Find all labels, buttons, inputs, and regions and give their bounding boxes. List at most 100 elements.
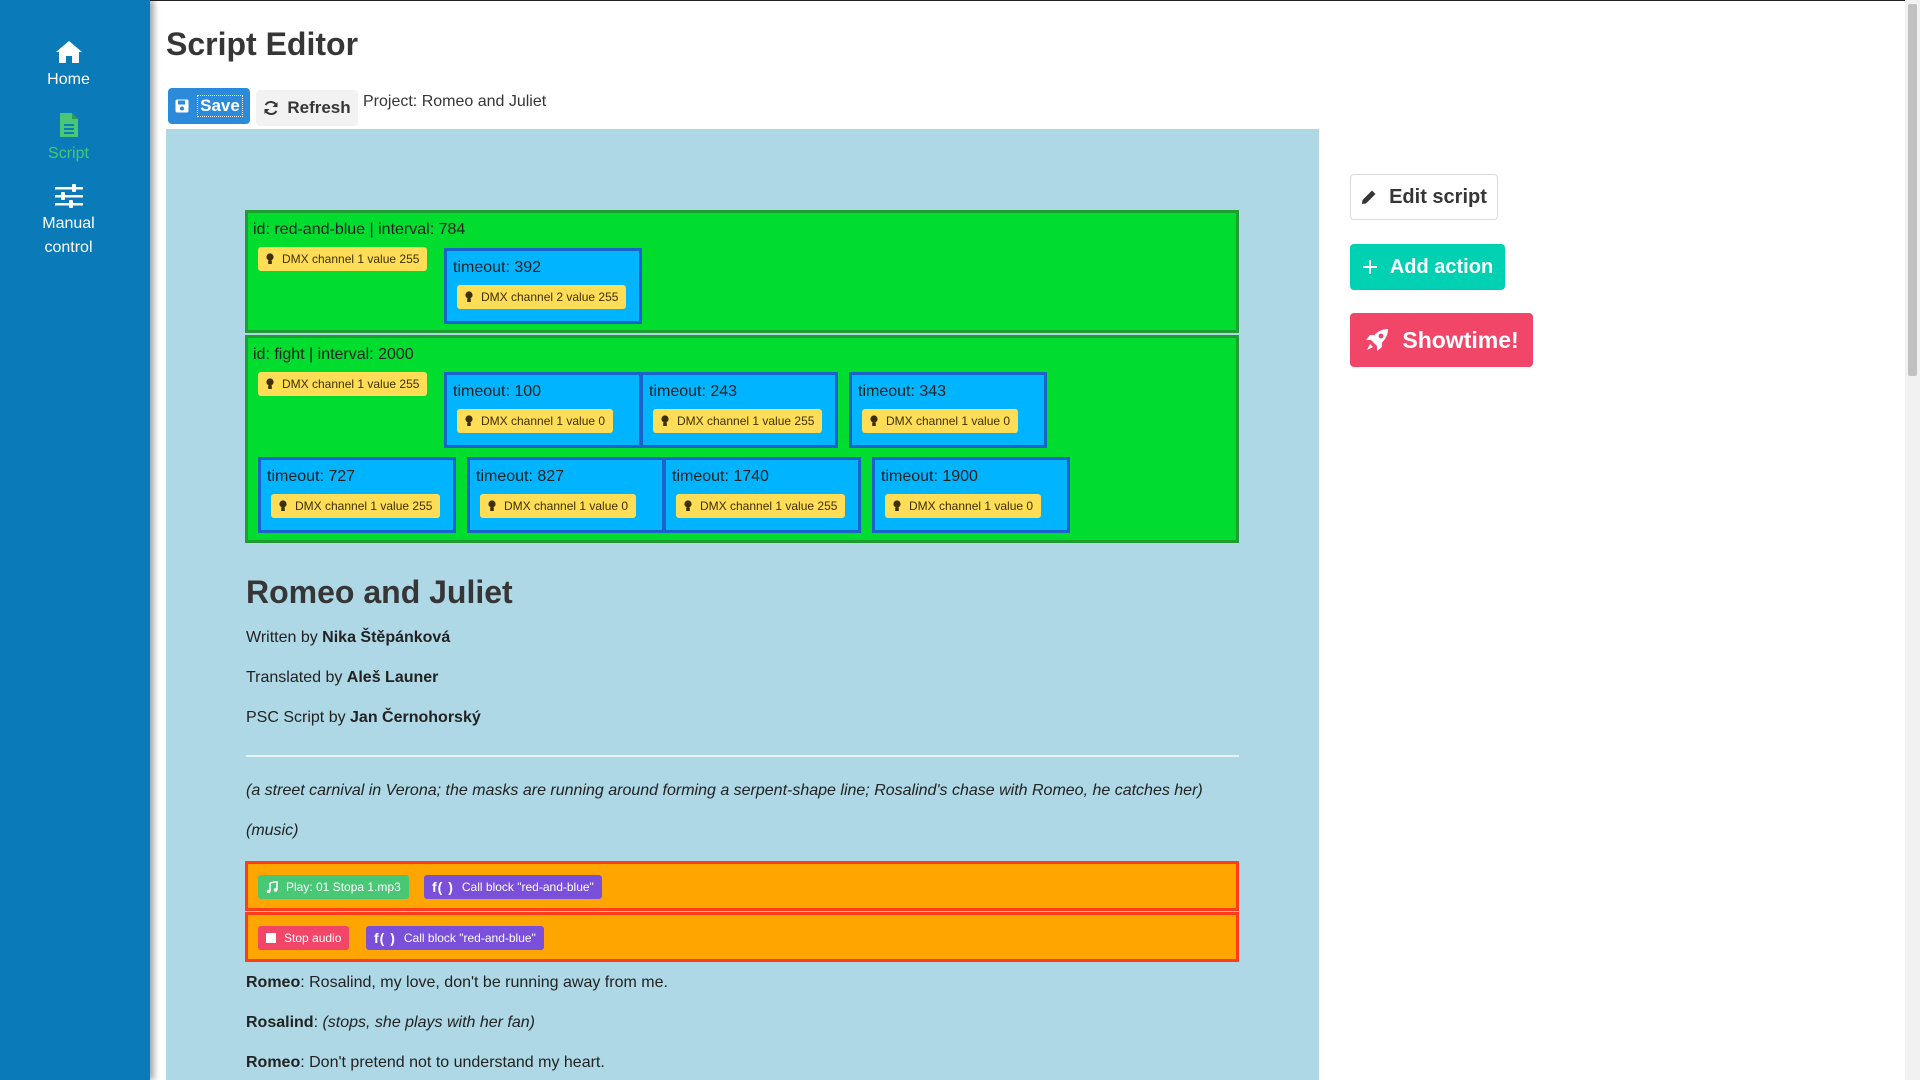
- translated-by: Translated by Aleš Launer: [246, 669, 438, 687]
- script-line: Rosalind: (stops, she plays with her fan…: [246, 1014, 535, 1032]
- add-action-button[interactable]: Add action: [1350, 244, 1505, 290]
- dmx-tag-label: DMX channel 1 value 255: [677, 414, 815, 428]
- dmx-tag[interactable]: DMX channel 1 value 255: [676, 494, 846, 518]
- translator-name: Aleš Launer: [346, 669, 439, 686]
- divider: [246, 755, 1239, 757]
- pencil-icon: [1362, 190, 1376, 204]
- refresh-icon: [264, 100, 278, 116]
- dmx-tag[interactable]: DMX channel 1 value 0: [862, 409, 1019, 433]
- timeout-block[interactable]: timeout: 243 DMX channel 1 value 255: [640, 372, 838, 448]
- block-fight[interactable]: id: fight | interval: 2000 DMX channel 1…: [245, 335, 1239, 543]
- timeout-label: timeout: 243: [649, 383, 738, 400]
- timeout-block[interactable]: timeout: 1740 DMX channel 1 value 255: [663, 457, 861, 533]
- page-title: Script Editor: [166, 26, 359, 62]
- function-icon: f( ): [432, 879, 454, 895]
- lightbulb-icon: [266, 378, 274, 389]
- lightbulb-icon: [684, 500, 692, 511]
- call-block-tag[interactable]: f( ) Call block "red-and-blue": [424, 875, 602, 899]
- refresh-label: Refresh: [287, 98, 351, 117]
- refresh-button[interactable]: Refresh: [256, 90, 358, 126]
- sidebar-item-label: Home: [47, 71, 90, 88]
- lightbulb-icon: [279, 500, 287, 511]
- dmx-tag[interactable]: DMX channel 1 value 255: [653, 409, 823, 433]
- lightbulb-icon: [465, 415, 473, 426]
- dmx-tag[interactable]: DMX channel 1 value 0: [885, 494, 1042, 518]
- block-red-and-blue[interactable]: id: red-and-blue | interval: 784 DMX cha…: [245, 210, 1239, 333]
- timeout-label: timeout: 392: [453, 259, 542, 276]
- plus-icon: [1362, 260, 1377, 274]
- sidebar-item-script[interactable]: Script: [0, 112, 137, 166]
- lightbulb-icon: [870, 415, 878, 426]
- dmx-tag-label: DMX channel 1 value 255: [282, 377, 420, 391]
- edit-script-button[interactable]: Edit script: [1350, 174, 1498, 220]
- timeout-block[interactable]: timeout: 727 DMX channel 1 value 255: [258, 457, 456, 533]
- line-text: : Don't pretend not to understand my hea…: [300, 1054, 605, 1071]
- author-name: Nika Štěpánková: [322, 629, 451, 646]
- add-action-label: Add action: [1389, 255, 1494, 278]
- rocket-icon: [1366, 329, 1389, 351]
- psc-script-by: PSC Script by Jan Černohorský: [246, 709, 481, 727]
- written-by: Written by Nika Štěpánková: [246, 629, 450, 647]
- dmx-tag[interactable]: DMX channel 2 value 255: [457, 285, 627, 309]
- dmx-tag[interactable]: DMX channel 1 value 255: [258, 247, 428, 271]
- call-block-tag[interactable]: f( ) Call block "red-and-blue": [366, 926, 544, 950]
- line-text: : Rosalind, my love, don't be running aw…: [300, 974, 668, 991]
- timeout-block[interactable]: timeout: 343 DMX channel 1 value 0: [849, 372, 1047, 448]
- meta-prefix: Written by: [246, 629, 323, 646]
- timeout-label: timeout: 100: [453, 383, 542, 400]
- script-title: Romeo and Juliet: [246, 574, 513, 610]
- project-label: Project: Romeo and Juliet: [363, 93, 547, 110]
- showtime-button[interactable]: Showtime!: [1350, 313, 1533, 367]
- stage-direction: (a street carnival in Verona; the masks …: [246, 782, 1203, 799]
- line-text: :: [313, 1014, 323, 1031]
- timeout-block[interactable]: timeout: 100 DMX channel 1 value 0: [444, 372, 642, 448]
- action-row[interactable]: Play: 01 Stopa 1.mp3 f( ) Call block "re…: [245, 861, 1239, 911]
- speaker-name: Romeo: [246, 974, 301, 991]
- save-button[interactable]: Save: [168, 88, 250, 124]
- dmx-tag-label: DMX channel 1 value 255: [282, 252, 420, 266]
- dmx-tag[interactable]: DMX channel 1 value 0: [480, 494, 637, 518]
- dmx-tag[interactable]: DMX channel 1 value 255: [271, 494, 441, 518]
- function-icon: f( ): [374, 930, 396, 946]
- speaker-name: Rosalind: [246, 1014, 314, 1031]
- timeout-block[interactable]: timeout: 827 DMX channel 1 value 0: [467, 457, 665, 533]
- block-title: id: fight | interval: 2000: [253, 346, 414, 363]
- script-line: Romeo: Rosalind, my love, don't be runni…: [246, 974, 668, 992]
- dmx-tag-label: DMX channel 2 value 255: [481, 290, 619, 304]
- sidebar-item-home[interactable]: Home: [0, 40, 137, 92]
- timeout-label: timeout: 1900: [881, 468, 978, 485]
- stop-audio-tag[interactable]: Stop audio: [258, 926, 350, 950]
- save-label: Save: [197, 95, 243, 117]
- timeout-block[interactable]: timeout: 392 DMX channel 2 value 255: [444, 248, 642, 324]
- action-row[interactable]: Stop audio f( ) Call block "red-and-blue…: [245, 912, 1239, 962]
- timeout-label: timeout: 343: [858, 383, 947, 400]
- play-audio-tag[interactable]: Play: 01 Stopa 1.mp3: [258, 875, 409, 899]
- stop-icon: [266, 933, 276, 943]
- showtime-label: Showtime!: [1402, 326, 1519, 353]
- speaker-name: Romeo: [246, 1054, 301, 1071]
- timeout-block[interactable]: timeout: 1900 DMX channel 1 value 0: [872, 457, 1070, 533]
- timeout-label: timeout: 727: [267, 468, 356, 485]
- dmx-tag[interactable]: DMX channel 1 value 0: [457, 409, 614, 433]
- edit-script-label: Edit script: [1389, 185, 1487, 208]
- sliders-icon: [54, 184, 83, 208]
- meta-prefix: PSC Script by: [246, 709, 351, 726]
- dmx-tag[interactable]: DMX channel 1 value 255: [258, 372, 428, 396]
- dmx-tag-label: DMX channel 1 value 255: [700, 499, 838, 513]
- call-block-label: Call block "red-and-blue": [403, 931, 536, 945]
- play-audio-label: Play: 01 Stopa 1.mp3: [286, 880, 401, 894]
- call-block-label: Call block "red-and-blue": [461, 880, 594, 894]
- dmx-tag-label: DMX channel 1 value 0: [504, 499, 629, 513]
- sidebar-item-manual-control[interactable]: Manual control: [0, 184, 137, 260]
- file-icon: [59, 113, 78, 137]
- music-icon: [266, 881, 278, 893]
- timeout-label: timeout: 827: [476, 468, 565, 485]
- lightbulb-icon: [488, 500, 496, 511]
- stop-audio-label: Stop audio: [284, 931, 342, 945]
- timeout-label: timeout: 1740: [672, 468, 769, 485]
- dmx-tag-label: DMX channel 1 value 0: [909, 499, 1034, 513]
- sidebar-item-label: Script: [48, 145, 89, 162]
- sidebar-item-label: Manual: [42, 215, 95, 232]
- sidebar: Home Script Manual control: [0, 0, 150, 1080]
- scrollbar-thumb[interactable]: [1908, 4, 1917, 376]
